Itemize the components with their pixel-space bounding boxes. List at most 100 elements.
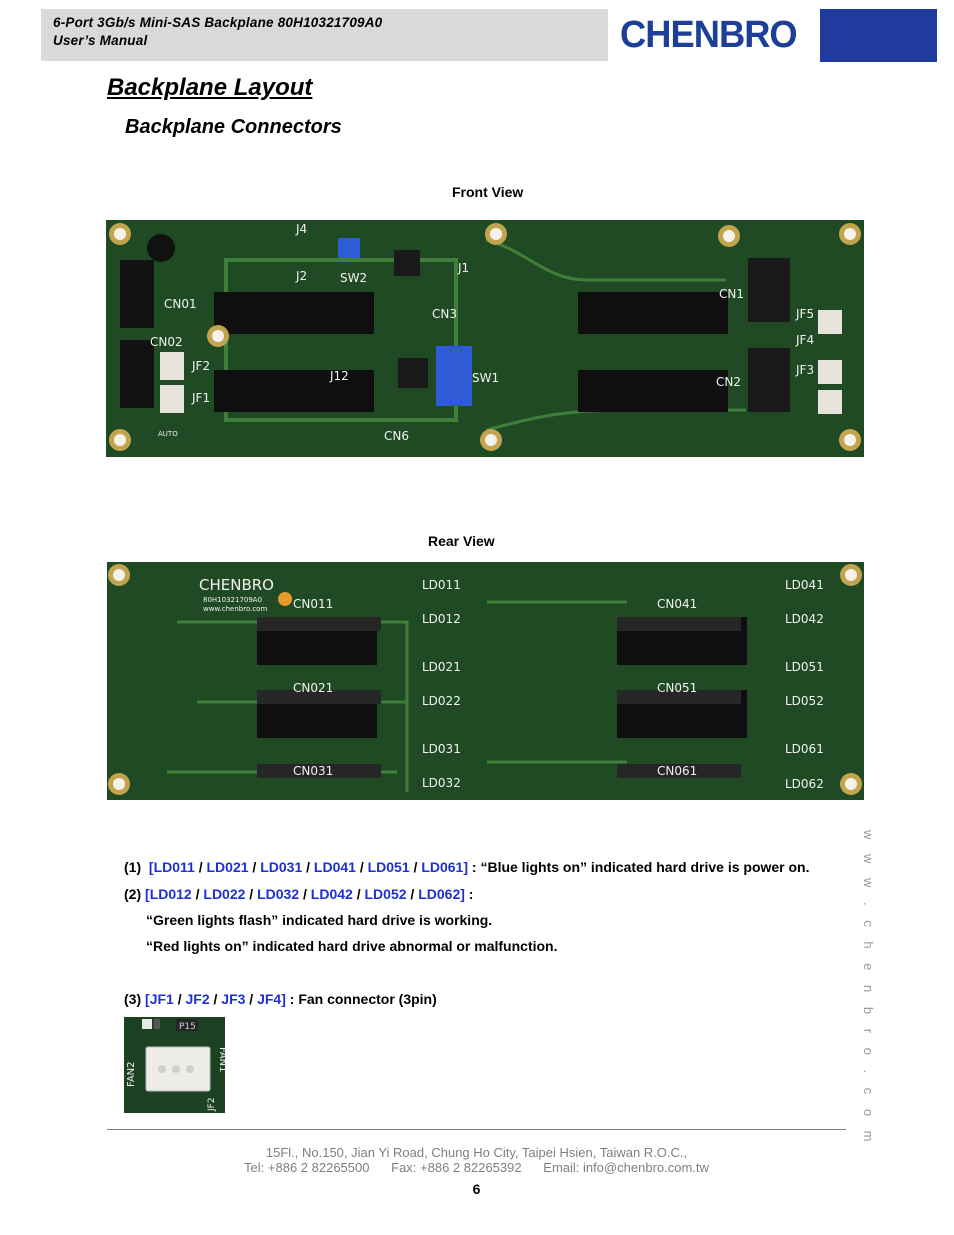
mini-sas-connector <box>748 348 790 412</box>
status-led <box>278 592 292 606</box>
front-view-label: Front View <box>452 184 524 200</box>
sas-connector <box>257 764 381 778</box>
svg-text:JF2: JF2 <box>207 1097 217 1112</box>
silkscreen-label: LD041 <box>785 578 824 592</box>
silkscreen-label: 80H10321709A0 <box>203 596 262 604</box>
document-subtitle: User’s Manual <box>53 33 148 48</box>
svg-text:P15: P15 <box>179 1022 196 1032</box>
sas-connector <box>257 690 381 704</box>
power-connector <box>120 340 154 408</box>
silkscreen-label: CN051 <box>657 681 697 695</box>
dip-switch <box>436 346 472 406</box>
side-url: w w w . c h e n b r o . c o m <box>861 830 876 1147</box>
trace <box>224 258 458 422</box>
dip-switch <box>338 238 360 258</box>
silkscreen-label: LD011 <box>422 578 461 592</box>
brand-block <box>820 9 937 62</box>
sas-connector <box>617 764 741 778</box>
jumper-label: JF2 <box>185 991 210 1007</box>
pcb <box>107 562 864 800</box>
note-green-flash: “Green lights flash” indicated hard driv… <box>146 912 493 928</box>
silkscreen-label: LD012 <box>422 612 461 626</box>
led-label: LD031 <box>260 859 303 875</box>
fan-header <box>818 360 842 384</box>
mounting-hole <box>844 434 856 446</box>
mounting-hole <box>113 778 125 790</box>
silkscreen-label: JF4 <box>795 333 814 347</box>
silkscreen-label: JF3 <box>795 363 814 377</box>
led-label: LD022 <box>203 886 246 902</box>
ic-chip <box>398 358 428 388</box>
silkscreen-label: CN031 <box>293 764 333 778</box>
led-label: LD052 <box>364 886 407 902</box>
led-label: LD032 <box>257 886 300 902</box>
mounting-hole <box>485 434 497 446</box>
silkscreen-label: SW1 <box>472 371 499 385</box>
mounting-hole <box>114 228 126 240</box>
status-led-list: [LD012 / LD022 / LD032 / LD042 / LD052 /… <box>145 886 465 902</box>
led-label: LD042 <box>310 886 353 902</box>
svg-text:CHENBRO: CHENBRO <box>620 14 797 54</box>
fan-connector-graphic: P15 FAN2 FAN1 JF2 <box>124 1017 225 1113</box>
silkscreen-label: AUTO <box>158 430 178 438</box>
drive-slot <box>214 370 374 412</box>
fan-jumper-list: [JF1 / JF2 / JF3 / JF4] <box>145 991 286 1007</box>
ic-chip <box>394 250 420 276</box>
silkscreen-label: JF5 <box>795 307 814 321</box>
mounting-hole <box>844 228 856 240</box>
drive-slot <box>214 292 374 334</box>
mounting-hole <box>113 569 125 581</box>
fan-header <box>818 310 842 334</box>
silkscreen-label: CN041 <box>657 597 697 611</box>
jumper-label: JF3 <box>221 991 246 1007</box>
jumper-label: JF1 <box>149 991 174 1007</box>
sas-connector <box>617 617 741 631</box>
silkscreen-label: LD051 <box>785 660 824 674</box>
mini-sas-connector <box>748 258 790 322</box>
silkscreen-label: LD022 <box>422 694 461 708</box>
chenbro-logo: CHENBRO <box>620 12 799 64</box>
silkscreen-label: J2 <box>295 269 307 283</box>
silkscreen-label: CN1 <box>719 287 744 301</box>
section-title: Backplane Layout <box>107 74 313 101</box>
note-blue-leds: (1) [LD011 / LD021 / LD031 / LD041 / LD0… <box>124 859 810 875</box>
mounting-hole <box>490 228 502 240</box>
silkscreen-label: CN061 <box>657 764 697 778</box>
silkscreen-label: SW2 <box>340 271 367 285</box>
silkscreen-label: CN01 <box>164 297 197 311</box>
silkscreen-label: LD052 <box>785 694 824 708</box>
mounting-hole <box>114 434 126 446</box>
page-number: 6 <box>472 1181 481 1197</box>
led-label: LD041 <box>313 859 356 875</box>
silkscreen-label: LD042 <box>785 612 824 626</box>
led-label: LD021 <box>206 859 249 875</box>
silkscreen-label: www.chenbro.com <box>203 605 267 613</box>
silkscreen-label: J12 <box>329 369 349 383</box>
silkscreen-label: CHENBRO <box>199 576 274 594</box>
power-connector <box>120 260 154 328</box>
silkscreen-label: CN2 <box>716 375 741 389</box>
note-fan-connector: (3) [JF1 / JF2 / JF3 / JF4] : Fan connec… <box>124 991 437 1007</box>
blue-led-list: [LD011 / LD021 / LD031 / LD041 / LD051 /… <box>148 859 469 875</box>
silkscreen-label: JF1 <box>191 391 210 405</box>
fan-connector-photo: P15 FAN2 FAN1 JF2 <box>124 1017 225 1113</box>
silkscreen-label: LD032 <box>422 776 461 790</box>
silkscreen-label: J1 <box>457 261 469 275</box>
silkscreen-label: CN021 <box>293 681 333 695</box>
svg-text:FAN1: FAN1 <box>217 1047 225 1073</box>
mounting-hole <box>212 330 224 342</box>
fan-header <box>160 385 184 413</box>
note-status-leds: (2) [LD012 / LD022 / LD032 / LD042 / LD0… <box>124 886 474 902</box>
silkscreen-label: CN011 <box>293 597 333 611</box>
drive-slot <box>578 370 728 412</box>
silkscreen-label: JF2 <box>191 359 210 373</box>
sas-connector <box>617 690 741 704</box>
jumper-label: JF4 <box>257 991 282 1007</box>
subsection-title: Backplane Connectors <box>125 116 342 138</box>
svg-text:FAN2: FAN2 <box>126 1061 137 1087</box>
footer-contact: Tel: +886 2 82265500 Fax: +886 2 8226539… <box>244 1160 709 1175</box>
footer-rule <box>107 1129 846 1130</box>
led-label: LD061 <box>421 859 464 875</box>
